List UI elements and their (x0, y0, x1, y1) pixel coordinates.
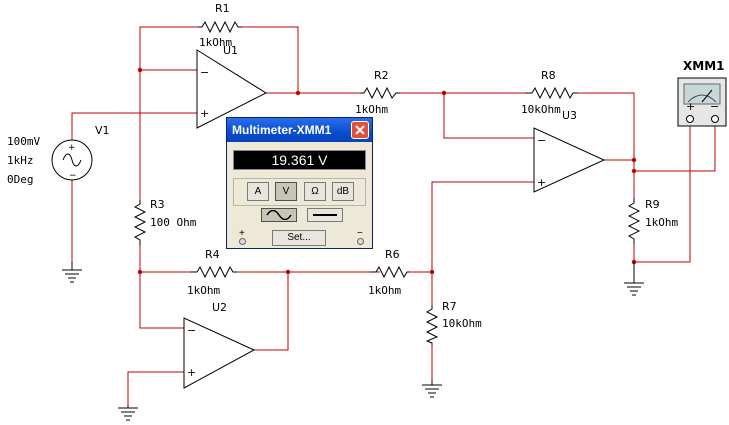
wire-u3-minus[interactable] (443, 93, 534, 139)
r1-value: 1kOhm (199, 36, 232, 49)
u1-name: U1 (223, 44, 238, 57)
resistor-r4[interactable] (190, 265, 237, 279)
resistor-r2[interactable] (360, 86, 400, 100)
junction-dot (295, 90, 301, 96)
multimeter-title: Multimeter-XMM1 (232, 123, 332, 137)
junction-dot (137, 269, 143, 275)
u3-name: U3 (562, 109, 577, 122)
r6-value: 1kOhm (368, 284, 401, 297)
resistor-r8[interactable] (525, 86, 578, 100)
resistor-r9[interactable] (627, 198, 641, 244)
multimeter-titlebar[interactable]: Multimeter-XMM1 (227, 118, 372, 142)
junction-dot (285, 269, 291, 275)
r2-value: 1kOhm (355, 103, 388, 116)
multimeter-xmm1-symbol[interactable] (677, 77, 727, 127)
r2-name: R2 (374, 69, 389, 82)
sine-wave-icon (266, 210, 292, 220)
ground-icon (118, 405, 138, 421)
u2-name: U2 (212, 301, 227, 314)
close-icon (355, 125, 365, 135)
ac-mode-button[interactable] (261, 208, 297, 222)
terminal-plus-label: + (239, 228, 245, 239)
junctions (137, 67, 637, 275)
wire-v1-u1-plus[interactable] (71, 112, 197, 115)
wire-u2-plus[interactable] (127, 371, 184, 405)
v1-frequency: 1kHz (7, 154, 34, 167)
ammeter-button[interactable]: A (247, 182, 269, 201)
xmm1-plus-label: + (686, 100, 695, 113)
ohmmeter-button[interactable]: Ω (304, 182, 326, 201)
multimeter-window[interactable]: Multimeter-XMM1 19.361 V A V Ω dB + − Se… (226, 117, 373, 249)
mode-button-group (233, 178, 366, 206)
r8-value: 10kOhm (521, 103, 561, 116)
resistor-r1[interactable] (198, 20, 242, 34)
u2-plus-label: + (187, 366, 196, 379)
v1-name: V1 (95, 124, 110, 137)
junction-dot (631, 157, 637, 163)
r4-name: R4 (205, 248, 220, 261)
r4-value: 1kOhm (187, 284, 220, 297)
set-button[interactable]: Set... (272, 230, 326, 246)
u3-minus-label: − (537, 134, 546, 147)
xmm1-minus-label: − (710, 100, 719, 113)
r7-value: 10kOhm (442, 317, 482, 330)
resistor-r6[interactable] (370, 265, 410, 279)
junction-dot (429, 269, 435, 275)
wires (71, 26, 716, 405)
svg-text:−: − (69, 171, 77, 181)
close-button[interactable] (351, 121, 369, 139)
r7-name: R7 (442, 300, 457, 313)
multimeter-reading: 19.361 V (271, 152, 328, 168)
ground-icon (422, 380, 442, 398)
r3-value: 100 Ohm (150, 216, 197, 229)
wire-u2-minus[interactable] (139, 272, 184, 329)
decibel-button[interactable]: dB (332, 182, 354, 201)
dc-line-icon (313, 214, 337, 216)
opamp-u1[interactable] (196, 49, 268, 129)
multimeter-display: 19.361 V (233, 150, 366, 170)
u1-plus-label: + (200, 107, 209, 120)
junction-dot (631, 168, 637, 174)
terminal-minus-label: − (357, 228, 363, 239)
ground-icon (62, 262, 82, 283)
u3-plus-label: + (537, 176, 546, 189)
wire-xmm-plus[interactable] (634, 126, 691, 263)
svg-text:+: + (68, 143, 76, 153)
resistor-r3[interactable] (133, 200, 147, 245)
u1-minus-label: − (200, 66, 209, 79)
ac-source-v1[interactable]: + − (51, 115, 93, 185)
wire-r1-right[interactable] (242, 26, 299, 93)
opamp-u3[interactable] (533, 127, 606, 193)
u2-minus-label: − (187, 324, 196, 337)
resistor-r7[interactable] (425, 305, 439, 345)
wire-r8-right[interactable] (578, 92, 635, 160)
v1-amplitude: 100mV (7, 135, 40, 148)
terminal-minus[interactable] (357, 238, 364, 245)
wire-u3-plus[interactable] (431, 181, 534, 272)
r6-name: R6 (385, 248, 400, 261)
terminal-plus[interactable] (239, 238, 246, 245)
ground-icon (624, 262, 644, 296)
r9-value: 1kOhm (645, 216, 678, 229)
r1-name: R1 (215, 2, 230, 15)
dc-mode-button[interactable] (307, 208, 343, 222)
voltmeter-button[interactable]: V (275, 182, 297, 201)
xmm1-label: XMM1 (683, 59, 724, 73)
junction-dot (441, 90, 447, 96)
r3-name: R3 (150, 198, 165, 211)
junction-dot (137, 67, 143, 73)
r8-name: R8 (541, 69, 556, 82)
wire-xmm-minus[interactable] (634, 126, 716, 172)
opamp-u2[interactable] (183, 317, 256, 389)
v1-phase: 0Deg (7, 173, 34, 186)
wire-u2-out[interactable] (254, 272, 289, 351)
wire-r1-left[interactable] (139, 26, 198, 70)
r9-name: R9 (645, 198, 660, 211)
